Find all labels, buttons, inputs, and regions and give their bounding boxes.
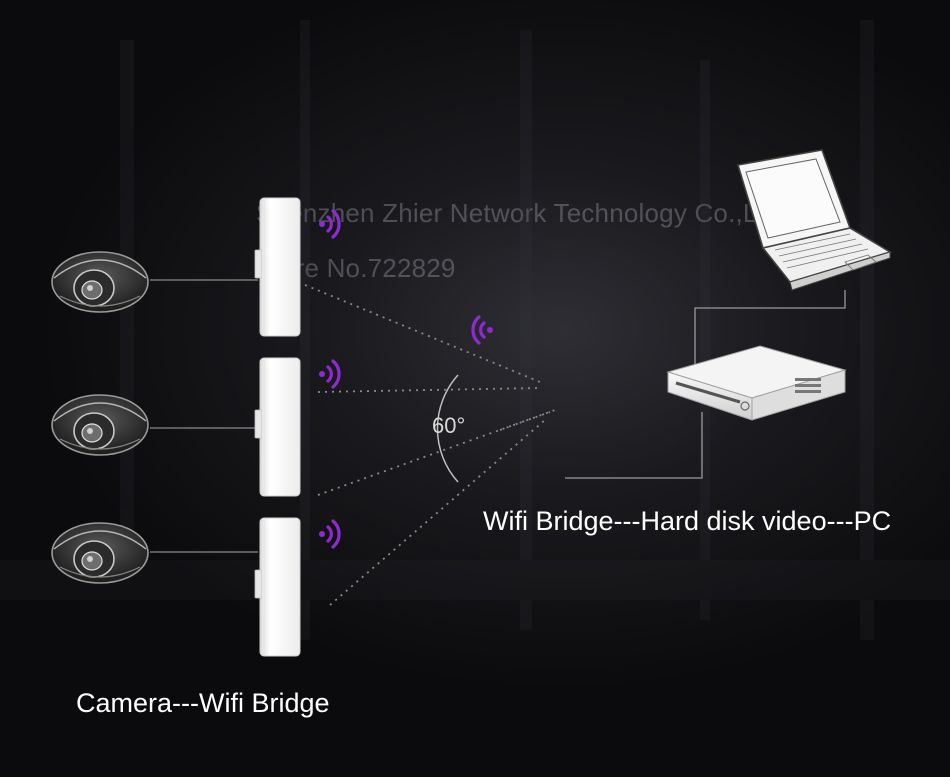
hard-disk-video-recorder [666, 345, 847, 421]
dome-camera [51, 251, 149, 313]
watermark-company: Shenzhen Zhier Network Technology Co.,Lt… [256, 198, 780, 228]
wireless-beams [304, 284, 556, 606]
wifi-bridge [254, 197, 301, 337]
wifi-signal-icon [471, 315, 495, 345]
dome-camera [51, 522, 149, 584]
beam-top [304, 284, 541, 383]
recorder-links [565, 290, 846, 479]
background-texture [0, 20, 950, 640]
wifi-bridge [254, 517, 301, 657]
wifi-signal-icon [317, 519, 341, 549]
angle-label: 60° [432, 413, 466, 438]
caption-camera-bridge: Camera---Wifi Bridge [76, 688, 330, 718]
camera-links [150, 279, 258, 553]
wifi-bridge [254, 357, 301, 497]
beam-bottom [329, 419, 546, 606]
angle-arc [436, 374, 459, 483]
caption-bridge-recorder-pc: Wifi Bridge---Hard disk video---PC [483, 506, 892, 536]
wifi-signal-icon [317, 209, 341, 239]
recorder-to-pc-link [694, 290, 846, 365]
beam-middle-1 [317, 387, 541, 393]
dome-camera [51, 394, 149, 456]
wifi-signal-icon [317, 359, 341, 389]
laptop [736, 149, 892, 291]
recorder-to-bridge-link [565, 412, 703, 479]
beam-short [499, 409, 556, 431]
